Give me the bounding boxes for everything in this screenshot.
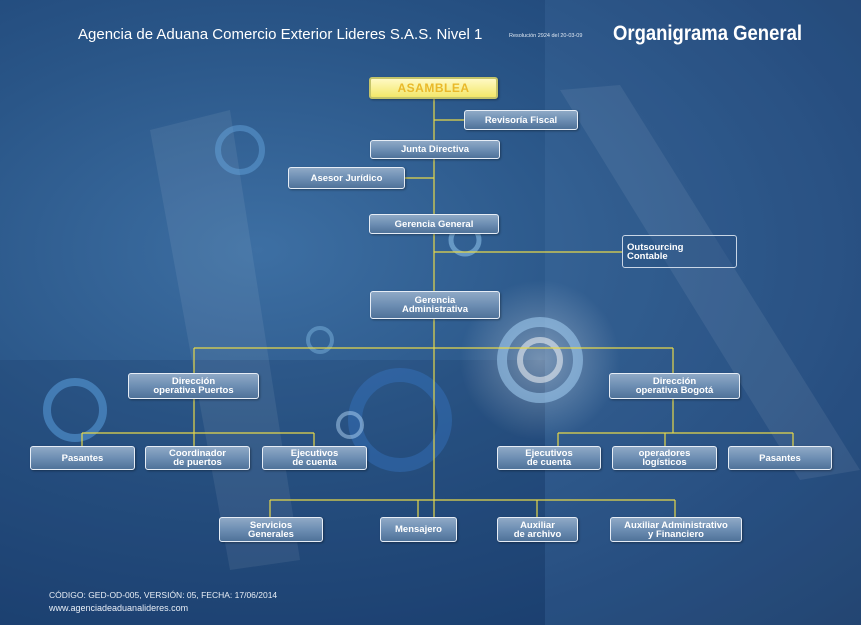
node-mensajero: Mensajero [380, 517, 457, 542]
node-direccion-bogota: Dirección operativa Bogotá [609, 373, 740, 399]
node-ejecutivos-puertos: Ejecutivos de cuenta [262, 446, 367, 470]
resolution-note: Resolución 2924 del 20-03-09 [509, 33, 583, 39]
node-servicios-generales: Servicios Generales [219, 517, 323, 542]
node-auxiliar-archivo: Auxiliar de archivo [497, 517, 578, 542]
node-pasantes-puertos: Pasantes [30, 446, 135, 470]
company-name: Agencia de Aduana Comercio Exterior Lide… [78, 26, 483, 43]
node-asesor-juridico: Asesor Jurídico [288, 167, 405, 189]
node-asamblea: ASAMBLEA [369, 77, 498, 99]
node-operadores-logisticos: operadores logísticos [612, 446, 717, 470]
page-title: Organigrama General [613, 22, 802, 45]
connector-lines [81, 98, 794, 522]
node-revisoria-fiscal: Revisoría Fiscal [464, 110, 578, 130]
node-gerencia-general: Gerencia General [369, 214, 499, 234]
node-auxiliar-administrativo: Auxiliar Administrativo y Financiero [610, 517, 742, 542]
node-gerencia-administrativa: Gerencia Administrativa [370, 291, 500, 319]
node-outsourcing-contable: Outsourcing Contable [622, 235, 737, 268]
document-code: CÓDIGO: GED-OD-005, VERSIÓN: 05, FECHA: … [49, 590, 278, 600]
node-coordinador-puertos: Coordinador de puertos [145, 446, 250, 470]
node-junta-directiva: Junta Directiva [370, 140, 500, 159]
node-direccion-puertos: Dirección operativa Puertos [128, 373, 259, 399]
node-pasantes-bogota: Pasantes [728, 446, 832, 470]
node-ejecutivos-bogota: Ejecutivos de cuenta [497, 446, 601, 470]
website-link[interactable]: www.agenciadeaduanalideres.com [49, 603, 189, 613]
